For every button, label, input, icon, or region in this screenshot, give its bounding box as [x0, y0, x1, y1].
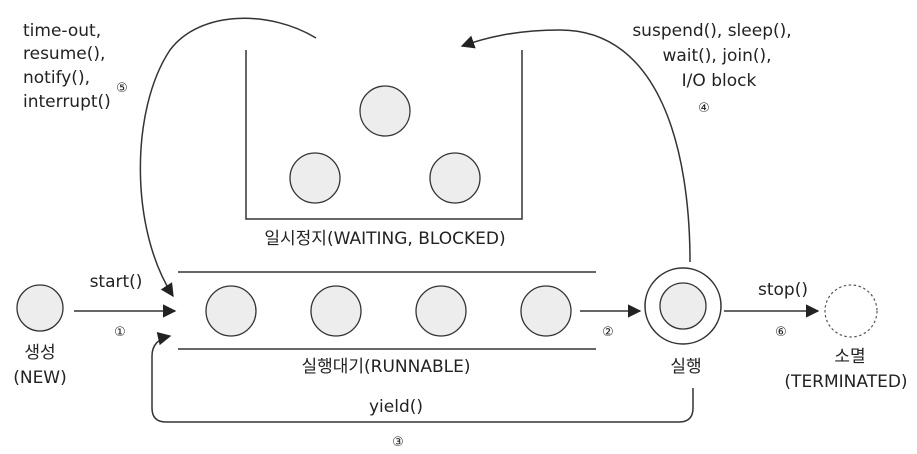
- terminated-state-circle: [824, 284, 878, 338]
- yield-arrow: [151, 332, 694, 423]
- waiting-box: [245, 50, 523, 220]
- runnable-thread-2: [310, 285, 362, 337]
- waiting-thread-2: [289, 152, 341, 204]
- dispatch-number: ②: [602, 325, 614, 340]
- resume-label-line-1: time-out,: [23, 21, 101, 41]
- new-state-sublabel: (NEW): [13, 368, 67, 388]
- waiting-label: 일시정지(WAITING, BLOCKED): [264, 229, 505, 249]
- stop-label: stop(): [758, 280, 808, 300]
- start-label: start(): [90, 272, 143, 292]
- resume-label-line-3: notify(),: [23, 68, 90, 88]
- start-number: ①: [114, 325, 126, 340]
- block-label-line-1: suspend(), sleep(),: [632, 21, 791, 41]
- resume-label-line-4: interrupt(): [23, 92, 111, 112]
- runnable-thread-4: [520, 285, 572, 337]
- running-label: 실행: [670, 357, 701, 377]
- resume-arrow: [139, 17, 317, 298]
- terminated-sublabel: (TERMINATED): [784, 372, 907, 392]
- waiting-thread-1: [359, 85, 411, 137]
- terminated-label: 소멸: [834, 347, 865, 367]
- yield-number: ③: [392, 435, 404, 450]
- waiting-thread-3: [429, 152, 481, 204]
- new-state-label: 생성: [24, 343, 55, 363]
- runnable-label: 실행대기(RUNNABLE): [301, 357, 470, 377]
- runnable-thread-1: [205, 285, 257, 337]
- block-number: ④: [698, 101, 710, 116]
- new-state-circle: [16, 284, 64, 332]
- block-arrow: [460, 29, 691, 263]
- resume-label-line-2: resume(),: [23, 44, 105, 64]
- block-label-line-3: I/O block: [682, 71, 757, 91]
- runnable-thread-3: [415, 285, 467, 337]
- stop-number: ⑥: [775, 325, 787, 340]
- yield-label: yield(): [369, 397, 423, 417]
- block-label-line-2: wait(), join(),: [662, 46, 771, 66]
- resume-number: ⑤: [116, 81, 128, 96]
- running-state-inner: [659, 282, 707, 330]
